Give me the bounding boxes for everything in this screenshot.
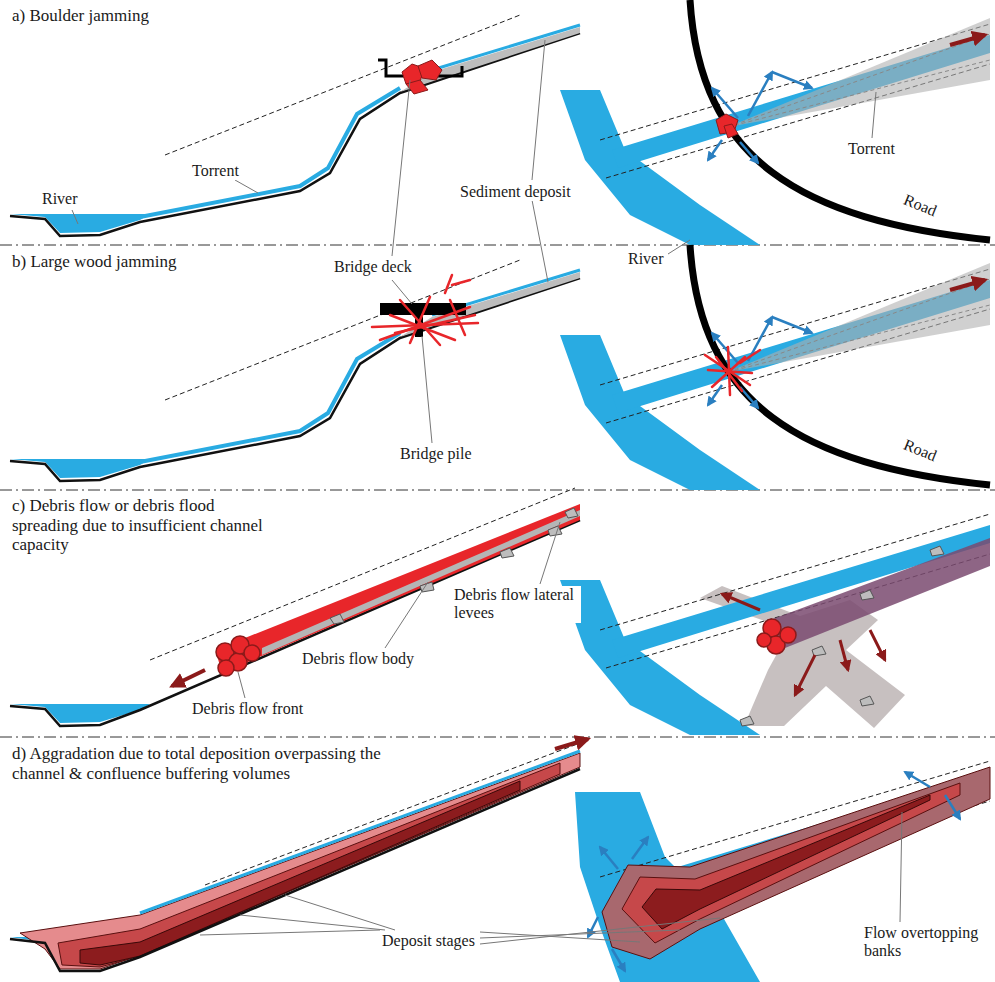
- panel-heading: d) Aggradation due to total deposition o…: [10, 744, 409, 783]
- part-label: Torrent: [846, 140, 897, 158]
- panel-heading: b) Large wood jamming: [10, 252, 178, 272]
- wood-jam: [372, 275, 760, 395]
- panel-heading: c) Debris flow or debris flood spreading…: [10, 496, 276, 555]
- part-label: Debris flow lateral levees: [452, 586, 581, 623]
- part-label: Road: [899, 190, 941, 221]
- part-label: Deposit stages: [380, 932, 477, 950]
- leader-line: [72, 40, 902, 944]
- part-label: Debris flow body: [300, 650, 416, 668]
- debris-flow-scene: [10, 488, 990, 735]
- panel-heading: a) Boulder jamming: [10, 6, 151, 26]
- part-label: Flow overtopping banks: [862, 924, 984, 961]
- part-label: Road: [899, 435, 941, 466]
- boulder-jam: [378, 60, 738, 138]
- panel-separator: [0, 245, 995, 737]
- aggradation-scene: [10, 739, 990, 982]
- part-label: Sediment deposit: [458, 183, 573, 201]
- part-label: Torrent: [190, 162, 241, 180]
- torrent-scene: [10, 0, 990, 245]
- part-label: Bridge pile: [398, 445, 474, 463]
- part-label: River: [40, 190, 80, 208]
- part-label: Bridge deck: [332, 258, 414, 276]
- part-label: Debris flow front: [190, 700, 305, 718]
- part-label: River: [626, 250, 666, 268]
